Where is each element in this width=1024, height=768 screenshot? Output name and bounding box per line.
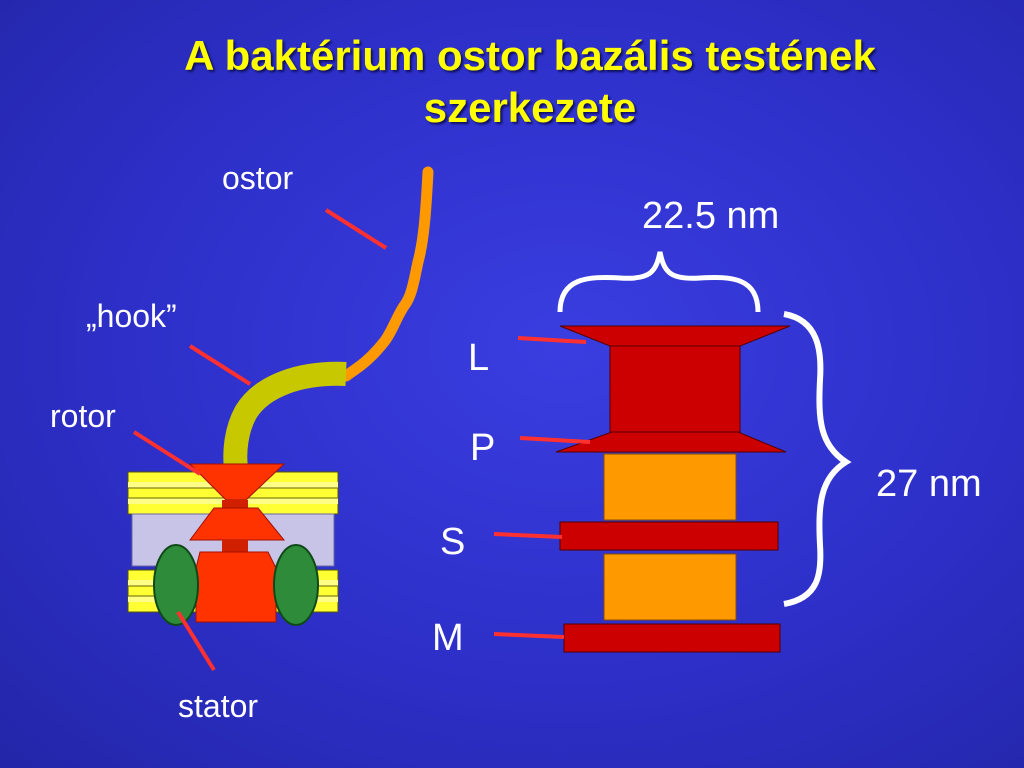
- label-ring-p: P: [470, 427, 496, 469]
- rotor-assembly: [188, 463, 286, 623]
- ring-p: [555, 431, 787, 453]
- label-ostor: ostor: [222, 160, 294, 196]
- pointer-l: [517, 336, 587, 344]
- flagellum-filament: [340, 166, 434, 382]
- label-ring-s: S: [440, 521, 466, 563]
- stator-left: [153, 544, 199, 626]
- pointer-stator: [176, 610, 216, 672]
- orange-block-lower: [603, 553, 737, 621]
- label-stator: stator: [178, 688, 259, 724]
- pointer-m: [493, 632, 565, 639]
- stator-right: [273, 544, 319, 626]
- pointer-ostor: [324, 208, 388, 250]
- pointer-rotor: [132, 430, 202, 476]
- orange-block-upper: [603, 453, 737, 521]
- label-hook: „hook”: [86, 298, 177, 334]
- label-ring-m: M: [432, 617, 464, 659]
- title-line-1: A baktérium ostor bazális testének: [184, 32, 876, 79]
- hook: [223, 361, 347, 470]
- title-line-2: szerkezete: [423, 84, 637, 131]
- pointer-s: [493, 532, 563, 539]
- label-height: 27 nm: [876, 463, 982, 505]
- label-rotor: rotor: [50, 398, 116, 434]
- ring-l: [559, 325, 791, 347]
- ring-m: [563, 623, 781, 653]
- ring-s: [559, 521, 779, 551]
- rod-upper: [609, 345, 741, 433]
- height-brace: [783, 311, 852, 607]
- pointer-hook: [188, 344, 252, 386]
- slide-title: A baktérium ostor bazális testének szerk…: [60, 30, 1000, 134]
- pointer-p: [519, 436, 591, 444]
- label-ring-l: L: [468, 337, 490, 379]
- width-brace: [557, 251, 761, 313]
- label-width: 22.5 nm: [642, 195, 780, 237]
